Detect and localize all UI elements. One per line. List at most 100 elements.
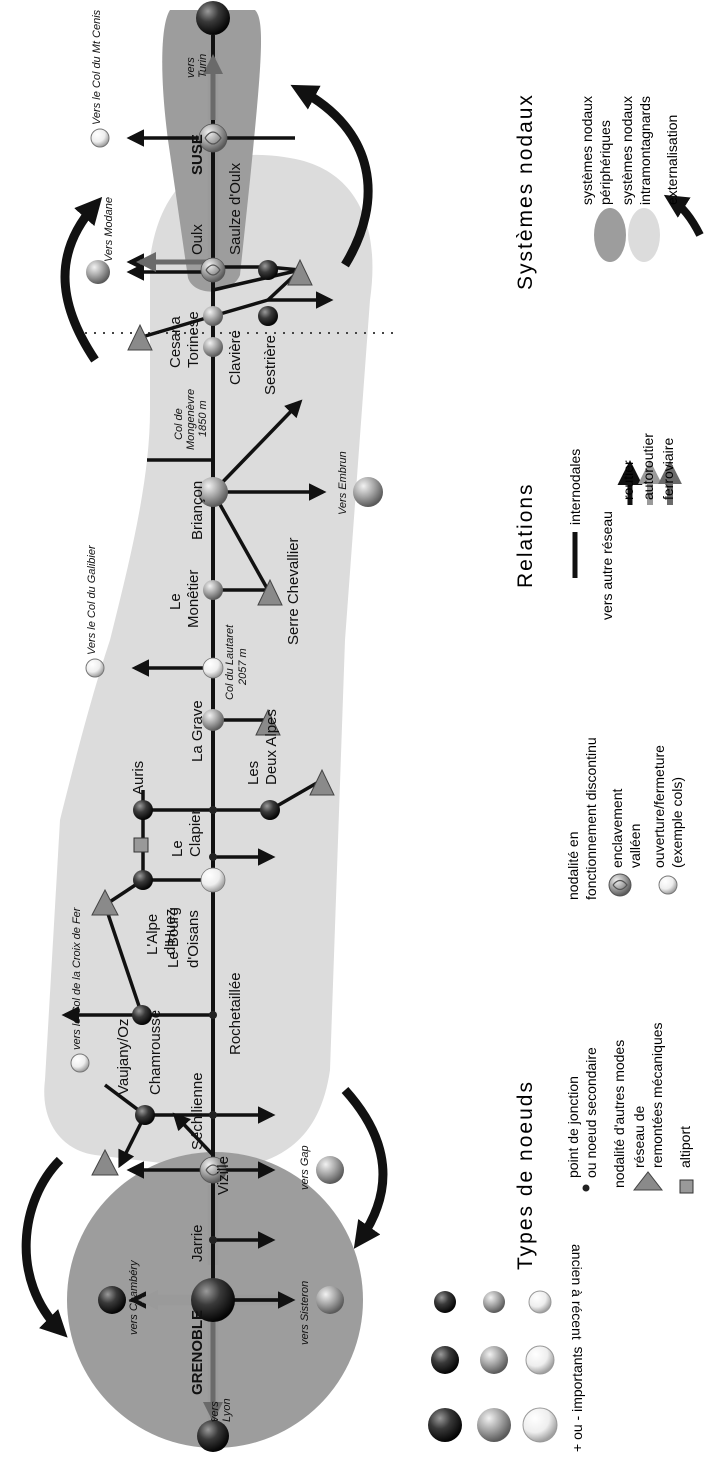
legend-relations-title: Relations	[514, 482, 537, 588]
node-vaujany	[132, 1005, 152, 1025]
node-la-grave	[202, 709, 224, 731]
node-suse	[198, 123, 228, 153]
label-claviere: Clavière	[227, 330, 244, 385]
legend-autres-modes: nodalité d'autres modes	[611, 1040, 627, 1188]
lift-network-deux-alpes	[309, 768, 335, 796]
label-bourg-oisans-2: d'Oisans	[185, 910, 202, 968]
label-jarrie: Jarrie	[189, 1224, 206, 1262]
node-oulx	[200, 257, 226, 283]
legend-ferroviaire: ferroviaire	[660, 438, 676, 500]
legend-discontinu-2: fonctionnement discontinu	[583, 737, 599, 900]
label-montgenevre-2: Mongenèvre	[185, 389, 197, 450]
legend-externalisation: externalisation	[664, 115, 680, 205]
legend-routier: routier	[620, 460, 636, 500]
lift-network-sestriere	[287, 258, 313, 286]
legend-jonction-2: ou noeud secondaire	[583, 1047, 599, 1178]
legend-discontinu-1: nodalité en	[565, 831, 581, 900]
node-sestriere	[258, 306, 278, 326]
node-modane	[86, 260, 110, 284]
label-cesana-1: Cesana	[167, 316, 184, 368]
label-alpe-huez-1: L'Alpe	[144, 914, 161, 955]
node-bourg-oisans	[200, 867, 226, 893]
legend-relations: Relations internodales vers autre réseau…	[514, 433, 682, 620]
direction-labels: vers Lyon vers Chambéry vers Sisteron ve…	[71, 9, 349, 1422]
label-vers-turin-1: vers	[185, 57, 197, 78]
node-sechilienne	[209, 1111, 217, 1119]
label-montgenevre-3: 1850 m	[197, 400, 209, 437]
label-oulx: Oulx	[189, 224, 206, 255]
label-vers-modane: Vers Modane	[103, 197, 115, 262]
lift-network-la-grave	[255, 708, 281, 736]
label-vers-turin-2: Turin	[197, 54, 209, 78]
label-sestriere: Sestrière	[262, 335, 279, 395]
legend-age-caption: ancien à récent	[569, 1244, 585, 1340]
legend-enclavement-2: valléen	[627, 824, 643, 868]
label-grenoble: GRENOBLE	[189, 1310, 206, 1395]
legend-enclavement-1: enclavement	[609, 789, 625, 868]
label-auris: Auris	[130, 761, 147, 795]
label-briancon: Briançon	[189, 481, 206, 540]
node-monetier	[203, 580, 223, 600]
legend-ouverture-1: ouverture/fermeture	[651, 745, 667, 868]
label-vers-lyon-1: vers	[209, 1401, 221, 1422]
node-chamrousse	[135, 1105, 155, 1125]
label-vers-croix-de-fer: vers le Col de la Croix de Fer	[71, 906, 83, 1050]
label-lautaret-1: Col du Lautaret	[224, 624, 236, 700]
label-rochetaillee: Rochetaillée	[227, 972, 244, 1055]
lift-network-montgenevre	[127, 323, 153, 351]
label-vers-mt-cenis: Vers le Col du Mt Cenis	[91, 9, 103, 125]
legend-types-title: Types de noeuds	[514, 1080, 537, 1270]
label-saulze: Saulze d'Oulx	[227, 162, 244, 255]
node-vizille	[199, 1156, 227, 1184]
label-vizille: Vizille	[215, 1156, 232, 1195]
label-vers-gap: vers Gap	[299, 1145, 311, 1190]
node-junction-auris	[209, 806, 217, 814]
legend-altiport: altiport	[677, 1126, 693, 1168]
legend-peripheriques-2: périphériques	[597, 120, 613, 205]
label-vers-embrun: Vers Embrun	[337, 451, 349, 515]
label-alpe-huez-2: d'Huez	[162, 909, 179, 955]
legend-intramontagnards-2: intramontagnards	[637, 96, 653, 205]
nodes	[70, 1, 383, 1452]
label-sechilienne: Séchilienne	[189, 1072, 206, 1150]
label-monetier-2: Monêtier	[185, 570, 202, 628]
node-briancon	[198, 477, 228, 507]
label-cesana-2: Torinese	[185, 311, 202, 368]
label-vers-sisteron: vers Sisteron	[299, 1281, 311, 1345]
legend-peripheriques-1: systèmes nodaux	[579, 96, 595, 205]
node-alpe-huez	[133, 870, 153, 890]
label-monetier-1: Le	[167, 593, 184, 610]
legend-autoroutier: autoroutier	[640, 433, 656, 500]
lift-network-vaujany	[91, 1148, 119, 1176]
label-serre-chevallier: Serre Chevallier	[285, 537, 302, 645]
label-la-grave: La Grave	[189, 700, 206, 762]
legend-nodal-systems: Systèmes nodaux systèmes nodaux périphér…	[514, 93, 704, 290]
label-deux-alpes-2: Deux Alpes	[263, 709, 280, 785]
legend-size-caption: + ou - importants	[569, 1347, 585, 1452]
label-lautaret-2: 2057 m	[237, 648, 249, 686]
node-grenoble	[191, 1278, 235, 1322]
node-embrun	[353, 477, 383, 507]
place-labels: GRENOBLE Jarrie Vizille Séchilienne Roch…	[115, 134, 302, 1395]
node-clapier	[209, 853, 217, 861]
altiport-alpe-huez	[133, 837, 149, 853]
col-galibier-symbol	[85, 658, 105, 678]
label-suse: SUSE	[189, 134, 206, 175]
legend-ouverture-2: (exemple cols)	[669, 777, 685, 868]
label-clapier-2: Clapier	[187, 809, 204, 857]
lift-network-serre-chevallier	[257, 578, 283, 606]
legend-remontees-2: remontées mécaniques	[649, 1022, 665, 1168]
label-vers-chambery: vers Chambéry	[128, 1259, 140, 1335]
legend-intramontagnards-1: systèmes nodaux	[619, 96, 635, 205]
node-gap	[316, 1156, 344, 1184]
label-clapier-1: Le	[169, 840, 186, 857]
label-deux-alpes-1: Les	[245, 761, 262, 785]
label-vaujany: Vaujany/Oz	[115, 1019, 132, 1095]
node-sisteron	[316, 1286, 344, 1314]
label-vers-galibier: Vers le Col du Galibier	[86, 544, 98, 655]
label-chamrousse: Chamrousse	[147, 1010, 164, 1095]
legend-systemes-title: Systèmes nodaux	[514, 93, 537, 290]
col-mt-cenis-symbol	[90, 128, 110, 148]
